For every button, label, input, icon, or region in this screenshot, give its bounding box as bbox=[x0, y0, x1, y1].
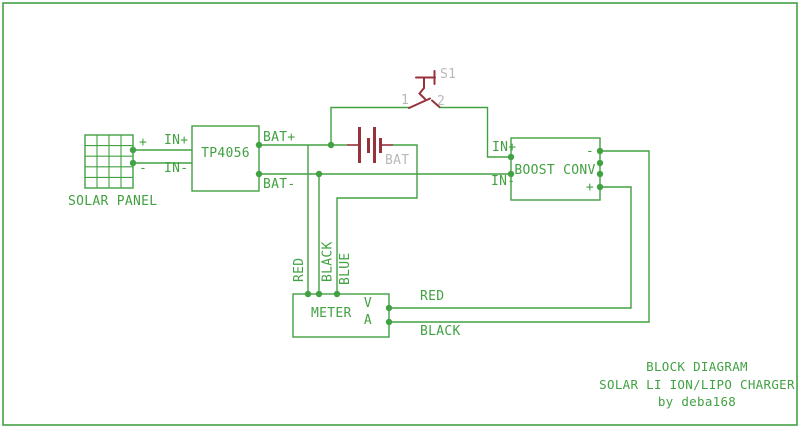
title-line2: SOLAR LI ION/LIPO CHARGER bbox=[599, 377, 795, 392]
junction-dot bbox=[596, 183, 604, 191]
switch-ref-label: S1 bbox=[440, 67, 456, 82]
panel-minus-label: - bbox=[139, 161, 147, 176]
switch-lever bbox=[408, 97, 431, 109]
boost-in-minus-label: IN- bbox=[491, 174, 515, 189]
title-line3: by deba168 bbox=[658, 394, 736, 409]
wires bbox=[133, 106, 650, 323]
junction-dot bbox=[129, 146, 137, 154]
battery-plate-long bbox=[358, 127, 361, 163]
junction-dots bbox=[129, 141, 604, 326]
meter-amp-label: A bbox=[364, 313, 372, 328]
boost-out-minus-label: - bbox=[586, 144, 594, 159]
wire-blue-sense bbox=[336, 144, 418, 294]
solar-panel-label: SOLAR PANEL bbox=[68, 194, 157, 209]
battery-label: BAT bbox=[385, 153, 409, 168]
junction-dot bbox=[507, 170, 515, 178]
junction-dot bbox=[596, 147, 604, 155]
battery-plate-short bbox=[367, 138, 370, 153]
junction-dot bbox=[385, 318, 393, 326]
boost-conv-label: BOOST CONV bbox=[514, 163, 595, 178]
tp4056-block bbox=[191, 125, 260, 192]
tp4056-bat-minus-label: BAT- bbox=[263, 177, 296, 192]
junction-dot bbox=[255, 170, 263, 178]
boost-conv-block bbox=[510, 137, 601, 201]
tp4056-in-minus-label: IN- bbox=[164, 161, 188, 176]
panel-plus-label: + bbox=[139, 135, 147, 150]
junction-dot bbox=[596, 170, 604, 178]
wire-boost-plus-out bbox=[389, 186, 632, 309]
junction-dot bbox=[596, 159, 604, 167]
battery-plate-short bbox=[379, 138, 382, 153]
wire-label-blue-vertical: BLUE bbox=[338, 252, 353, 285]
junction-dot bbox=[255, 141, 263, 149]
wire-label-red-vertical: RED bbox=[292, 258, 307, 282]
junction-dot bbox=[507, 153, 515, 161]
meter-volt-label: V bbox=[364, 296, 372, 311]
title-block: BLOCK DIAGRAM SOLAR LI ION/LIPO CHARGER … bbox=[599, 359, 795, 409]
wire-label-red-out: RED bbox=[420, 289, 444, 304]
switch-contact bbox=[431, 99, 441, 108]
wire-to-switch bbox=[330, 106, 409, 145]
wire-label-black-out: BLACK bbox=[420, 324, 461, 339]
solar-panel-symbol bbox=[84, 134, 134, 189]
battery-symbol bbox=[347, 127, 393, 163]
wire-label-black-vertical: BLACK bbox=[321, 241, 336, 282]
boost-out-plus-label: + bbox=[586, 180, 594, 195]
wire-boost-minus-out bbox=[389, 150, 650, 323]
boost-in-plus-label: IN+ bbox=[492, 140, 516, 155]
junction-dot bbox=[129, 159, 137, 167]
tp4056-label: TP4056 bbox=[201, 146, 250, 161]
battery-plate-long bbox=[373, 127, 376, 163]
junction-dot bbox=[315, 290, 323, 298]
tp4056-bat-plus-label: BAT+ bbox=[263, 130, 296, 145]
junction-dot bbox=[327, 141, 335, 149]
switch-symbol bbox=[408, 70, 441, 109]
tp4056-in-plus-label: IN+ bbox=[164, 133, 188, 148]
junction-dot bbox=[315, 170, 323, 178]
switch-spring bbox=[418, 87, 426, 100]
meter-label: METER bbox=[311, 306, 352, 321]
junction-dot bbox=[333, 290, 341, 298]
switch-pin1-label: 1 bbox=[401, 93, 409, 108]
wire-switch-to-boost bbox=[439, 106, 511, 158]
title-line1: BLOCK DIAGRAM bbox=[646, 359, 748, 374]
junction-dot bbox=[385, 304, 393, 312]
junction-dot bbox=[304, 290, 312, 298]
solar-panel-grid bbox=[85, 135, 133, 188]
switch-pin2-label: 2 bbox=[437, 94, 445, 109]
meter-block bbox=[292, 293, 390, 338]
